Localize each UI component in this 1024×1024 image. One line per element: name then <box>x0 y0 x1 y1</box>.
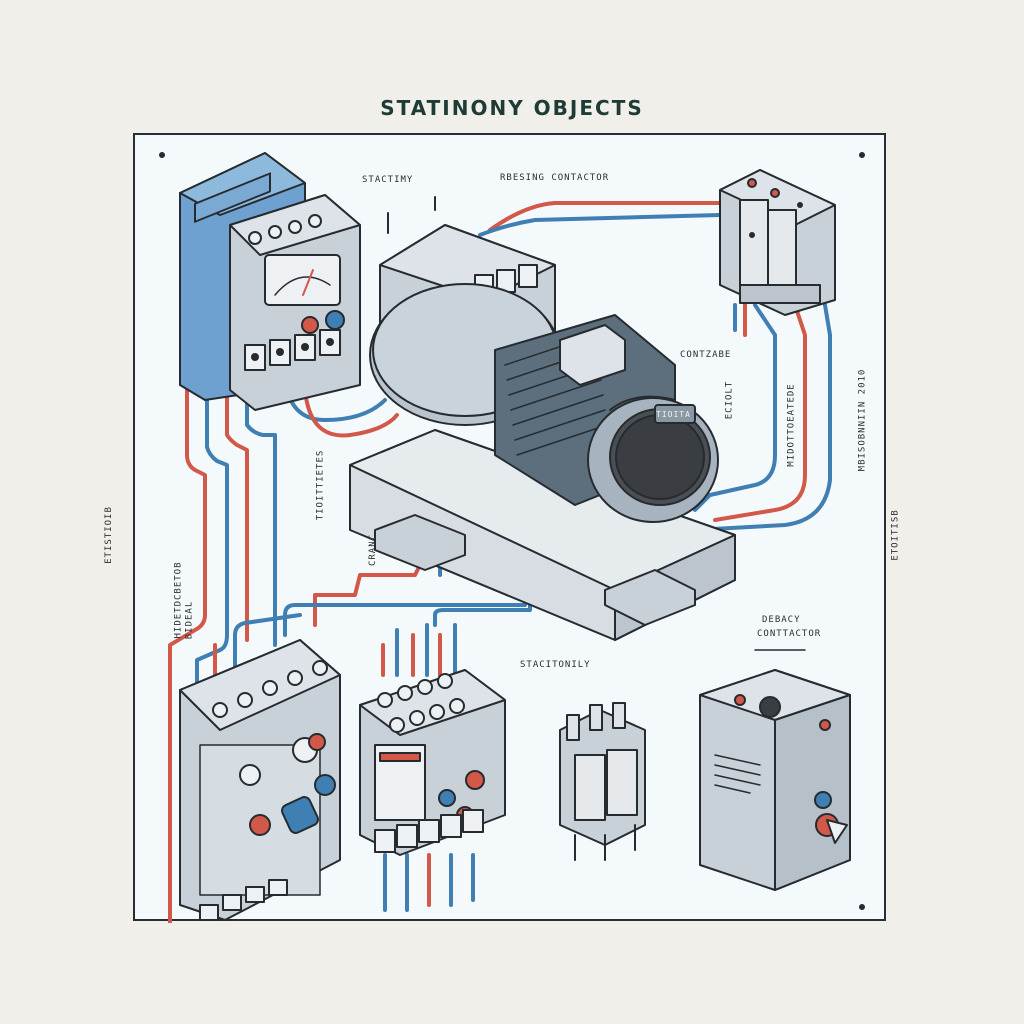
label-contactor-right: CONTZABE <box>680 350 732 360</box>
motor-assembly <box>349 224 736 641</box>
label-left-edge: ETISTIOIB <box>103 506 114 564</box>
corner-screws <box>159 152 865 910</box>
label-stationary-top: STACTIMY <box>362 175 414 185</box>
bottom-left-panel <box>179 639 341 921</box>
label-left-vertical-1: HIDETDCBETOB <box>173 561 184 639</box>
motor-badge-label: TIOITA <box>656 410 691 419</box>
diagram-title: STATINONY OBJECTS <box>380 96 644 120</box>
label-right-small-1: ECIOLT <box>724 380 735 420</box>
label-stationary-bottom: STACITONILY <box>520 660 591 670</box>
label-right-small-2: MIDOTTOEATEDE <box>786 383 797 467</box>
top-right-contactor <box>719 169 836 316</box>
bottom-right-enclosure <box>699 669 851 891</box>
label-center-vertical-2: CRANC <box>368 533 379 567</box>
label-left-vertical-2: BIDEAL <box>184 600 195 640</box>
diagram-board: STACTIMY RBESING CONTACTOR CONTZABE ECIO… <box>104 133 901 923</box>
wiring-illustration <box>159 152 865 923</box>
bottom-center-contactor <box>359 669 506 856</box>
label-center-vertical-1: TIOITTIETES <box>315 449 326 521</box>
label-right-edge: ETOITISB <box>890 509 901 561</box>
label-decay-contactor-2: CONTTACTOR <box>757 629 822 639</box>
top-left-control-panel <box>179 152 361 411</box>
bottom-small-relay <box>559 702 646 861</box>
label-reversing-contactor: RBESING CONTACTOR <box>500 173 610 183</box>
label-right-small-3: MBISOBNNIIN 2010 <box>857 368 868 472</box>
label-decay-contactor-1: DEBACY <box>762 615 801 625</box>
